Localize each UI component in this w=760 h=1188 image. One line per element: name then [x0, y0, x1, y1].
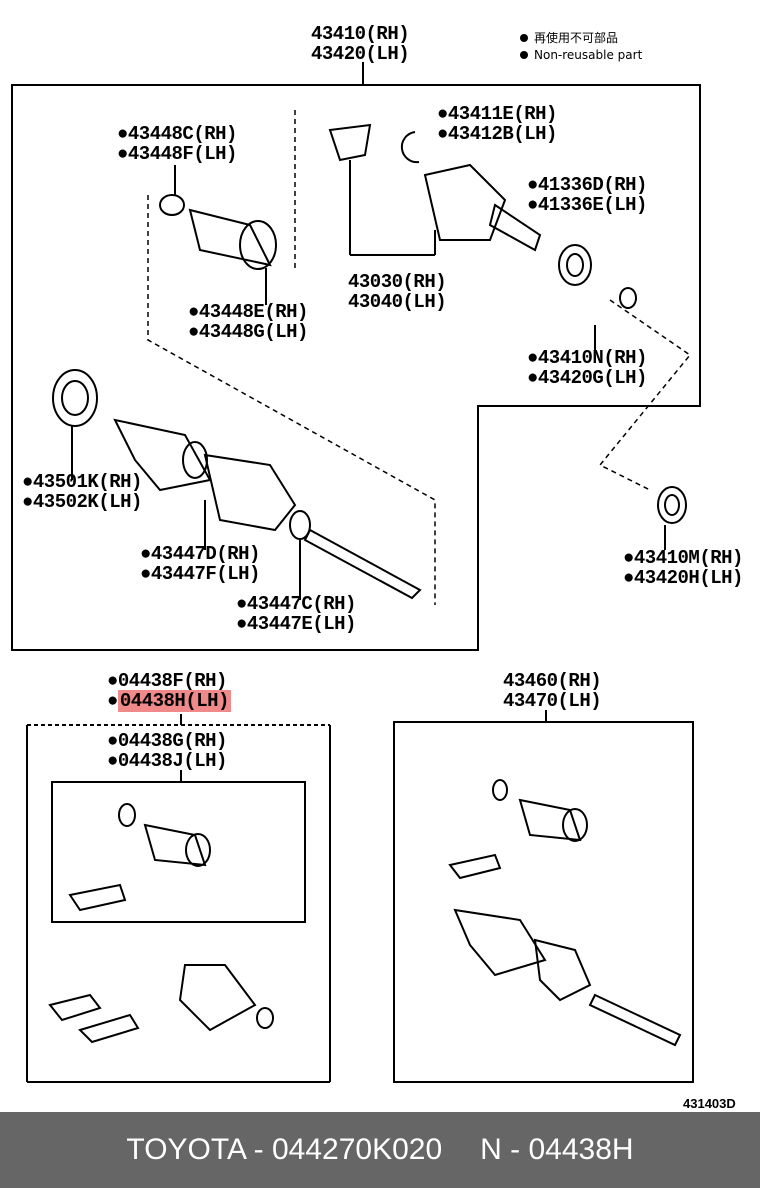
label-43411e[interactable]: ●43411E(RH)●43412B(LH)	[437, 103, 557, 145]
footer-bar: TOYOTA - 044270K020 N - 04438H	[0, 1112, 760, 1188]
highlighted-part-04438h[interactable]: 04438H(LH)	[117, 690, 231, 712]
label-43447d[interactable]: ●43447D(RH)●43447F(LH)	[140, 543, 260, 585]
label-43501k[interactable]: ●43501K(RH)●43502K(LH)	[22, 471, 142, 513]
bullet-icon	[520, 34, 528, 42]
legend: 再使用不可部品 Non-reusable part	[520, 30, 642, 64]
main-assembly-frame	[11, 84, 701, 651]
label-43448e[interactable]: ●43448E(RH)●43448G(LH)	[188, 301, 308, 343]
label-43410n[interactable]: ●43410N(RH)●43420G(LH)	[527, 347, 647, 389]
legend-en: Non-reusable part	[534, 48, 643, 62]
diagram-code: 431403D	[683, 1096, 736, 1111]
label-43410m[interactable]: ●43410M(RH)●43420H(LH)	[623, 547, 743, 589]
assembly-frame-right	[393, 721, 694, 1083]
label-kit-04438[interactable]: ●04438F(RH)●04438H(LH)	[107, 670, 231, 712]
footer-part-number: TOYOTA - 044270K020	[126, 1133, 443, 1166]
footer-ref: N - 04438H	[480, 1133, 634, 1166]
label-41336d[interactable]: ●41336D(RH)●41336E(LH)	[527, 174, 647, 216]
kit-inner-frame	[51, 781, 306, 923]
bullet-icon	[520, 51, 528, 59]
legend-jp: 再使用不可部品	[534, 31, 619, 45]
label-assembly-top[interactable]: 43410(RH)43420(LH)	[311, 23, 410, 65]
kit-frame-left	[26, 724, 331, 1083]
label-43030[interactable]: 43030(RH)43040(LH)	[348, 271, 447, 313]
label-kit-04438g[interactable]: ●04438G(RH)●04438J(LH)	[107, 730, 227, 772]
label-assembly-bottom[interactable]: 43460(RH)43470(LH)	[503, 670, 602, 712]
label-43447c[interactable]: ●43447C(RH)●43447E(LH)	[236, 593, 356, 635]
label-43448c[interactable]: ●43448C(RH)●43448F(LH)	[117, 123, 237, 165]
